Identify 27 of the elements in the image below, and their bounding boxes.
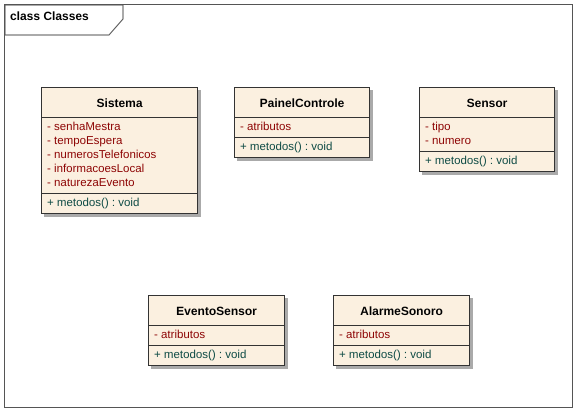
attribute: - atributos [153, 328, 206, 342]
class-name: EventoSensor [175, 303, 258, 320]
attribute: - tipo [424, 120, 452, 134]
class-box [148, 295, 285, 366]
attribute: - tempoEspera [46, 134, 124, 148]
attribute: - senhaMestra [46, 120, 122, 134]
class-name: Sensor [466, 95, 508, 112]
class-box [234, 87, 370, 158]
class-name: Sistema [95, 95, 144, 112]
operation: + metodos() : void [424, 154, 518, 168]
attribute: - numerosTelefonicos [46, 148, 158, 162]
frame-title: class Classes [10, 9, 89, 23]
attribute: - informacoesLocal [46, 162, 146, 176]
class-name: PainelControle [258, 95, 346, 112]
operation: + metodos() : void [239, 140, 334, 154]
operation: + metodos() : void [46, 196, 140, 210]
operation: + metodos() : void [153, 348, 248, 362]
class-name: AlarmeSonoro [359, 303, 444, 320]
attribute: - atributos [239, 120, 292, 134]
attribute: - numero [424, 134, 472, 148]
diagram-frame [4, 4, 573, 408]
attribute: - naturezaEvento [46, 176, 136, 190]
class-box [333, 295, 470, 366]
class-box [419, 87, 555, 172]
class-box [41, 87, 198, 214]
attribute: - atributos [338, 328, 392, 342]
operation: + metodos() : void [338, 348, 432, 362]
